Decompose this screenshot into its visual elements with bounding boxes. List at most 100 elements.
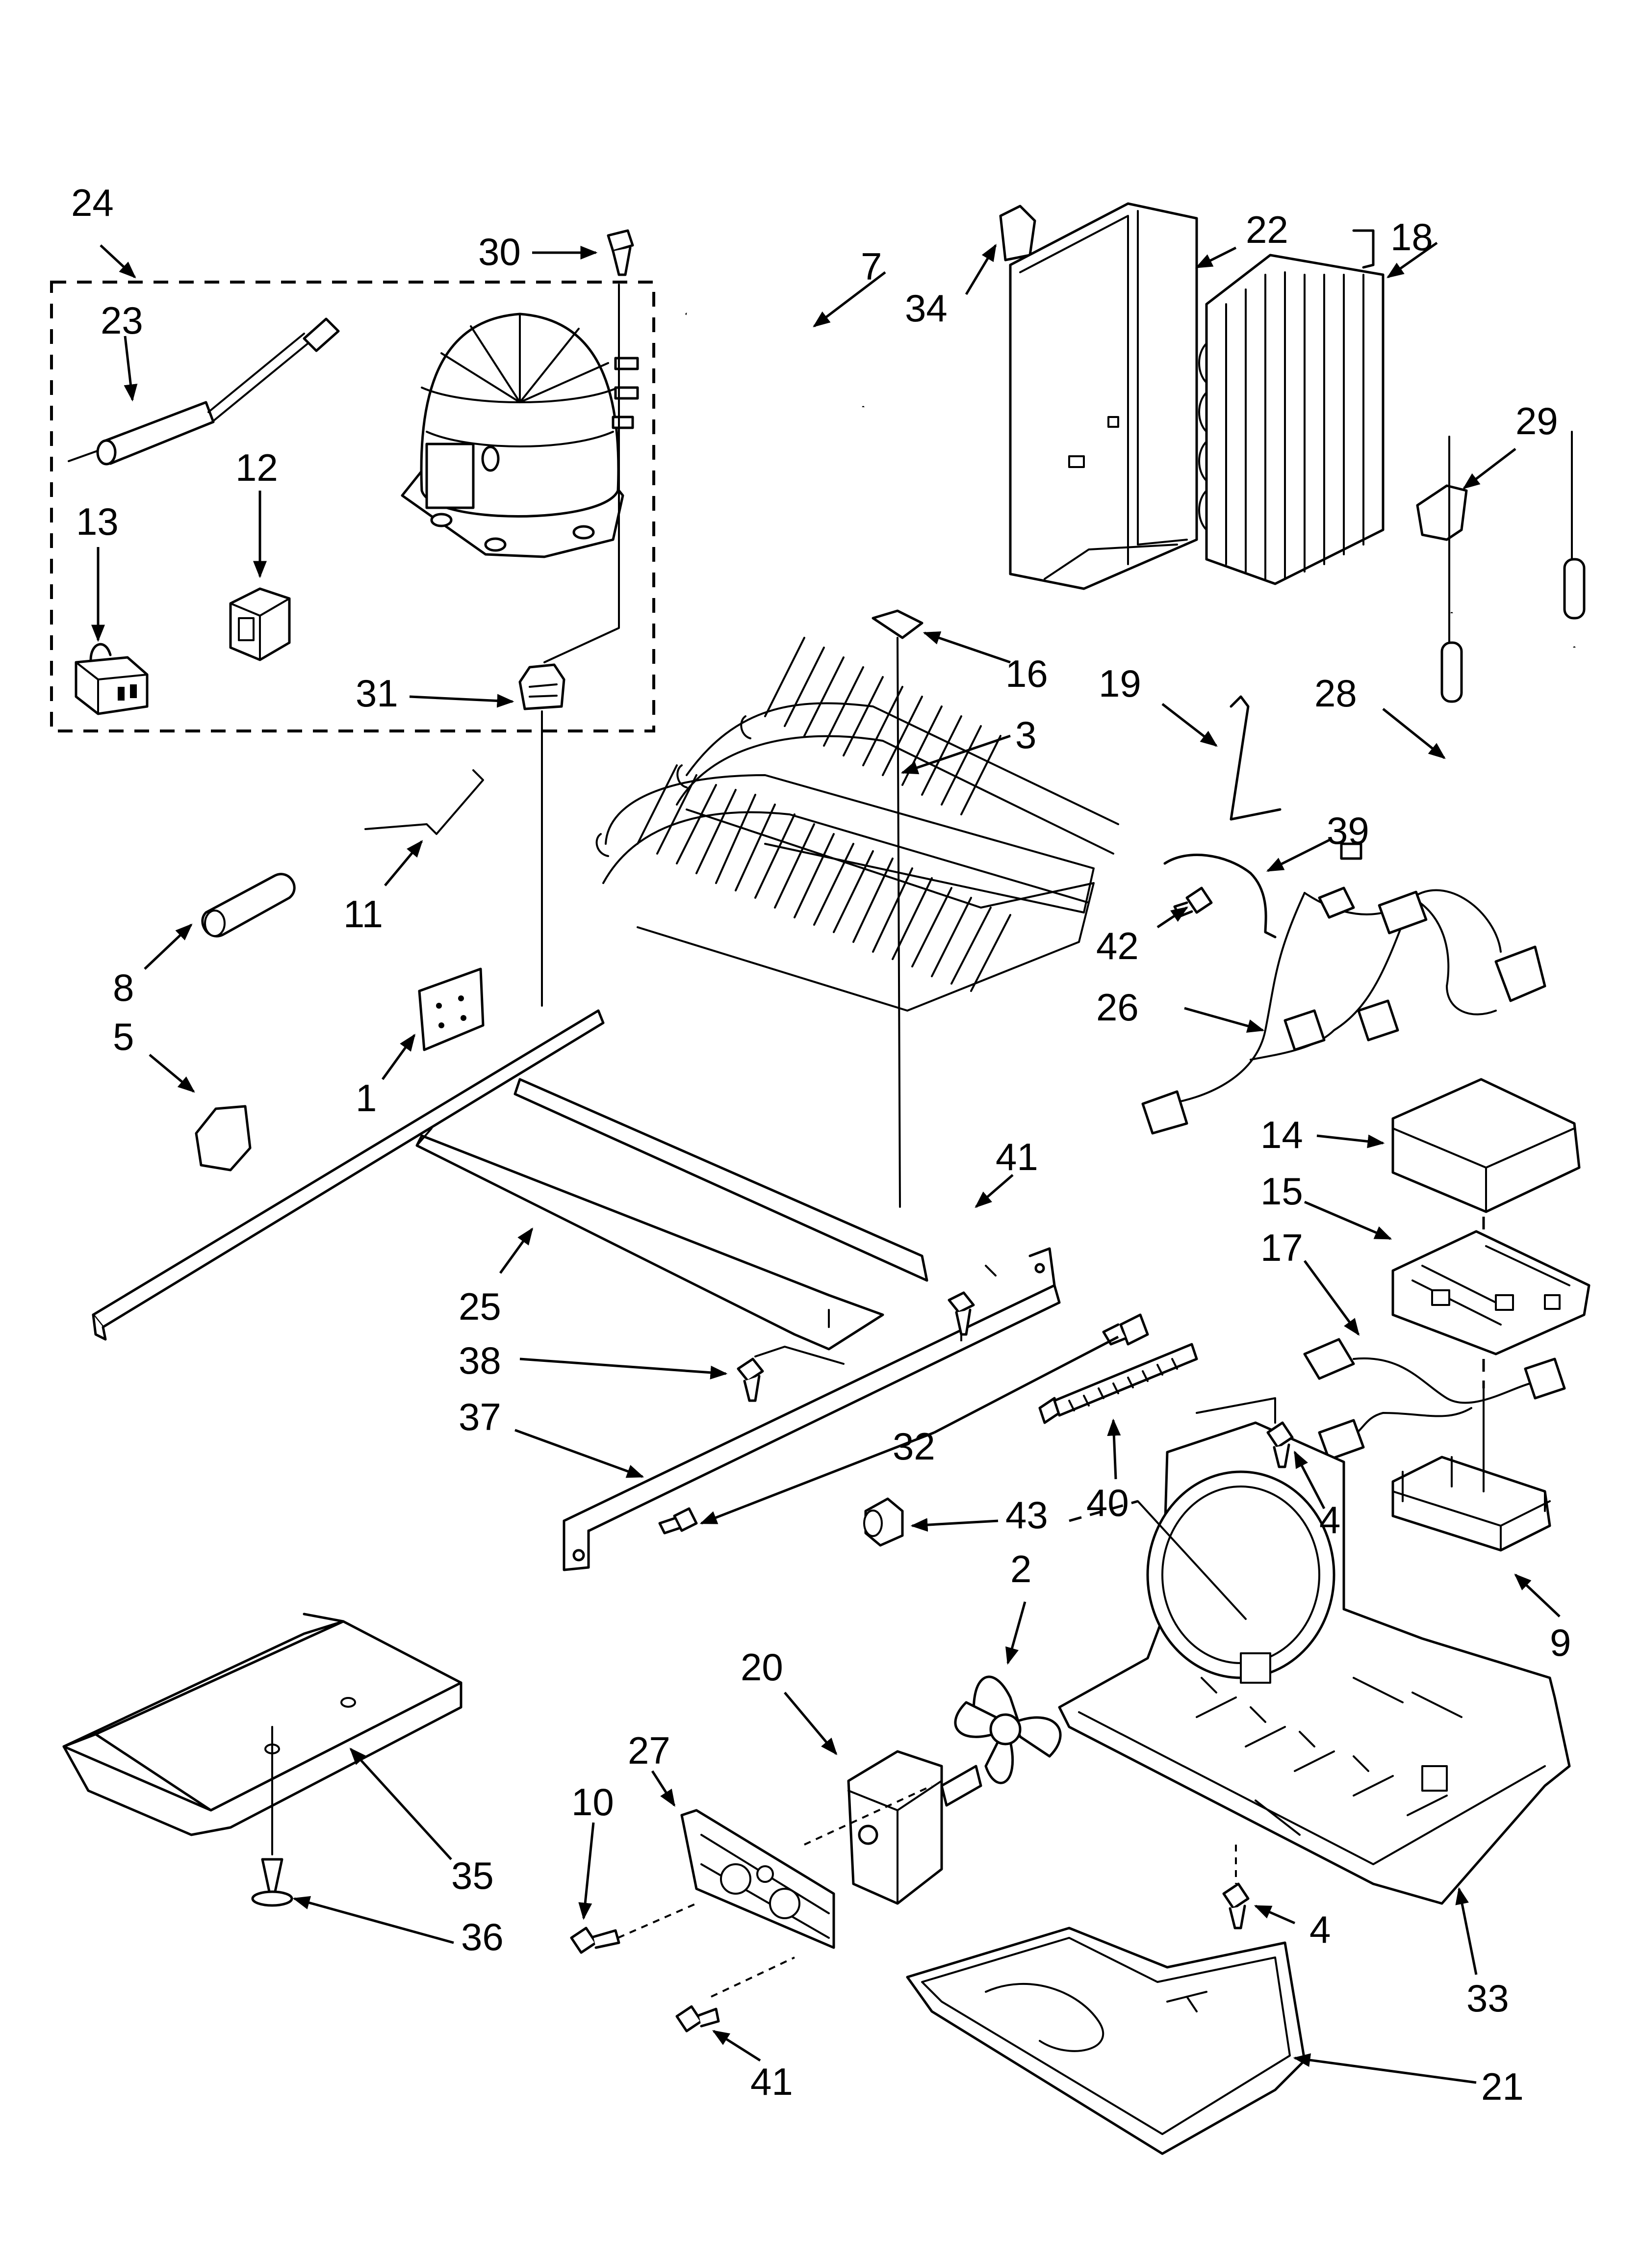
- wire-harness: [1141, 842, 1546, 1135]
- callout-2: 2: [1010, 1547, 1031, 1590]
- connector-43: [863, 1497, 904, 1547]
- callout-1: 1: [356, 1076, 377, 1120]
- fan-axis-dash: [1069, 1500, 1138, 1522]
- rod-19: [1230, 695, 1282, 821]
- wire-11: [364, 769, 484, 835]
- callout-36: 36: [461, 1915, 504, 1958]
- access-panel: [62, 1613, 462, 1836]
- callout-23: 23: [101, 299, 143, 342]
- tube-7: [685, 313, 865, 472]
- callout-9: 9: [1550, 1621, 1571, 1664]
- callout-35: 35: [451, 1854, 494, 1897]
- drain-pan: [906, 1927, 1306, 2155]
- callout-19: 19: [1099, 662, 1141, 705]
- screw-41-top: [948, 1291, 975, 1336]
- callout-43: 43: [1005, 1493, 1048, 1537]
- callout-10: 10: [571, 1780, 614, 1824]
- callout-5: 5: [113, 1015, 134, 1058]
- callout-22: 22: [1246, 208, 1288, 251]
- callout-labels: 24 30 23 12 13 31 7 34 22 18 29 16 3 19 …: [71, 181, 1571, 2108]
- clip-34: [999, 205, 1036, 261]
- callout-16: 16: [1005, 652, 1048, 695]
- callout-15: 15: [1260, 1170, 1303, 1213]
- callout-37: 37: [459, 1395, 501, 1438]
- frame-25: [92, 1009, 928, 1365]
- callout-4-top: 4: [1319, 1498, 1340, 1541]
- compressor-bolt: [607, 229, 634, 492]
- callout-32: 32: [893, 1425, 935, 1468]
- screw-10: [570, 1927, 620, 1954]
- bracket-39: [1163, 854, 1277, 938]
- callout-24: 24: [71, 181, 114, 224]
- callout-31: 31: [356, 672, 398, 715]
- callout-27: 27: [628, 1729, 670, 1772]
- clip-16-line: [897, 637, 901, 1208]
- callout-18: 18: [1390, 215, 1433, 259]
- motor-axis-dash: [617, 1785, 932, 1998]
- compressor: [401, 313, 639, 558]
- cable-tie: [1038, 1343, 1198, 1424]
- condenser-coil: [1198, 229, 1385, 585]
- screw-32-right: [1102, 1313, 1149, 1346]
- fan-blade: [954, 1675, 1062, 1784]
- callout-38: 38: [459, 1339, 501, 1382]
- fan-motor: [847, 1750, 982, 1905]
- evaporator-coil: [595, 637, 1119, 1012]
- grommet: [518, 490, 620, 1007]
- callout-13: 13: [76, 500, 119, 543]
- filter-drier: [68, 317, 340, 466]
- screw-41-bottom: [675, 2005, 720, 2033]
- tube-7-inner: [686, 312, 865, 474]
- callout-28: 28: [1314, 672, 1357, 715]
- screw-4-top: [1266, 1421, 1294, 1468]
- callout-29: 29: [1515, 399, 1558, 443]
- callout-40: 40: [1086, 1481, 1129, 1524]
- callout-25: 25: [459, 1285, 501, 1328]
- clip-16: [872, 609, 924, 639]
- screw-38: [737, 1357, 764, 1402]
- callout-42: 42: [1096, 924, 1139, 967]
- callout-4-bottom: 4: [1309, 1908, 1331, 1951]
- evaporator-fins: [637, 637, 1011, 992]
- mounting-bar-37: [563, 1247, 1061, 1571]
- callout-33: 33: [1466, 1977, 1509, 2020]
- start-relay: [229, 587, 291, 661]
- clip-29: [1416, 484, 1468, 541]
- callout-34: 34: [905, 287, 948, 330]
- control-cover: [1391, 1078, 1581, 1213]
- callout-20: 20: [741, 1645, 783, 1689]
- callout-21: 21: [1481, 2065, 1524, 2108]
- bracket-5: [195, 1105, 252, 1172]
- fan-axis-line: [1137, 1500, 1247, 1620]
- callout-17: 17: [1260, 1226, 1303, 1269]
- condenser-housing: [1009, 202, 1198, 590]
- fastener-36: [251, 1858, 293, 1907]
- screw-4-bottom: [1222, 1882, 1250, 1929]
- overload-protector: [75, 643, 149, 715]
- control-board: [1391, 1230, 1591, 1356]
- frame-stubs: [828, 1265, 997, 1328]
- control-box-9: [1391, 1456, 1551, 1552]
- callout-11: 11: [343, 892, 383, 936]
- sealing-pad: [418, 967, 485, 1051]
- callout-41-bottom: 41: [750, 2060, 793, 2103]
- callout-39: 39: [1327, 809, 1369, 852]
- wire-harness-17: [1303, 1338, 1566, 1461]
- callout-14: 14: [1260, 1113, 1303, 1156]
- compressor-kit-boundary: [50, 281, 655, 732]
- motor-bracket: [680, 1809, 835, 1949]
- tube-assembly-28: [1440, 431, 1586, 811]
- callout-8: 8: [113, 966, 134, 1009]
- fan-housing-33: [1058, 1421, 1571, 1905]
- callout-3: 3: [1015, 713, 1036, 756]
- callout-7: 7: [861, 245, 882, 288]
- screw-32-left: [658, 1507, 698, 1535]
- tube-piece-8: [201, 873, 296, 938]
- leader-lines: [91, 241, 1561, 2084]
- screw-4-line: [1196, 1397, 1276, 1424]
- callout-30: 30: [478, 230, 521, 273]
- callout-41-top: 41: [996, 1135, 1038, 1178]
- callout-12: 12: [235, 446, 278, 489]
